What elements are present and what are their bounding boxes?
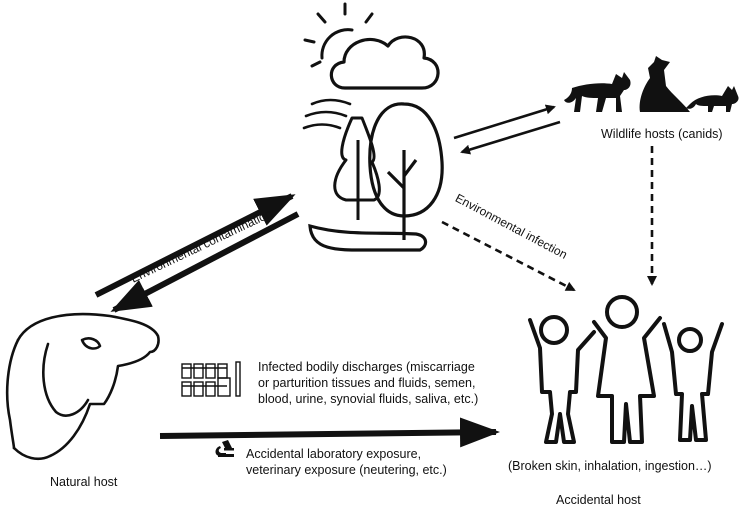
ground-icon: [308, 223, 428, 252]
discharges-line-1: Infected bodily discharges (miscarriage: [258, 360, 475, 374]
deciduous-tree-icon: [368, 102, 444, 240]
routes-label: (Broken skin, inhalation, ingestion…): [508, 459, 712, 473]
arrow-environmental-infection: [441, 220, 576, 292]
howling-wolf-icon: [639, 56, 690, 112]
microscope-icon: [215, 440, 234, 457]
arrow-environment-to-wildlife: [453, 104, 556, 140]
sample-tubes-icon: [181, 361, 241, 397]
natural-host-label: Natural host: [50, 475, 118, 489]
wildlife-hosts-label: Wildlife hosts (canids): [601, 127, 723, 141]
arrow-wildlife-to-environment: [460, 120, 561, 155]
arrow-environment-to-host: [110, 211, 300, 313]
pine-tree-icon: [333, 116, 381, 220]
accidental-host-label: Accidental host: [556, 493, 641, 507]
arrow-natural-to-accidental: [159, 417, 500, 448]
coyote-icon: [564, 72, 631, 112]
lab-exposure-line-2: veterinary exposure (neutering, etc.): [246, 463, 447, 477]
arrow-host-to-environment: [94, 193, 296, 298]
discharges-line-2: or parturition tissues and fluids, semen…: [258, 376, 476, 390]
discharges-line-3: blood, urine, synovial fluids, saliva, e…: [258, 392, 479, 406]
dog-head-icon: [5, 312, 160, 461]
fox-icon: [686, 86, 739, 112]
family-icon: [528, 295, 724, 444]
lab-exposure-line-1: Accidental laboratory exposure,: [246, 447, 422, 461]
cloud-icon: [329, 35, 440, 90]
sun-icon: [303, 2, 374, 68]
birds-icon: [302, 98, 352, 130]
